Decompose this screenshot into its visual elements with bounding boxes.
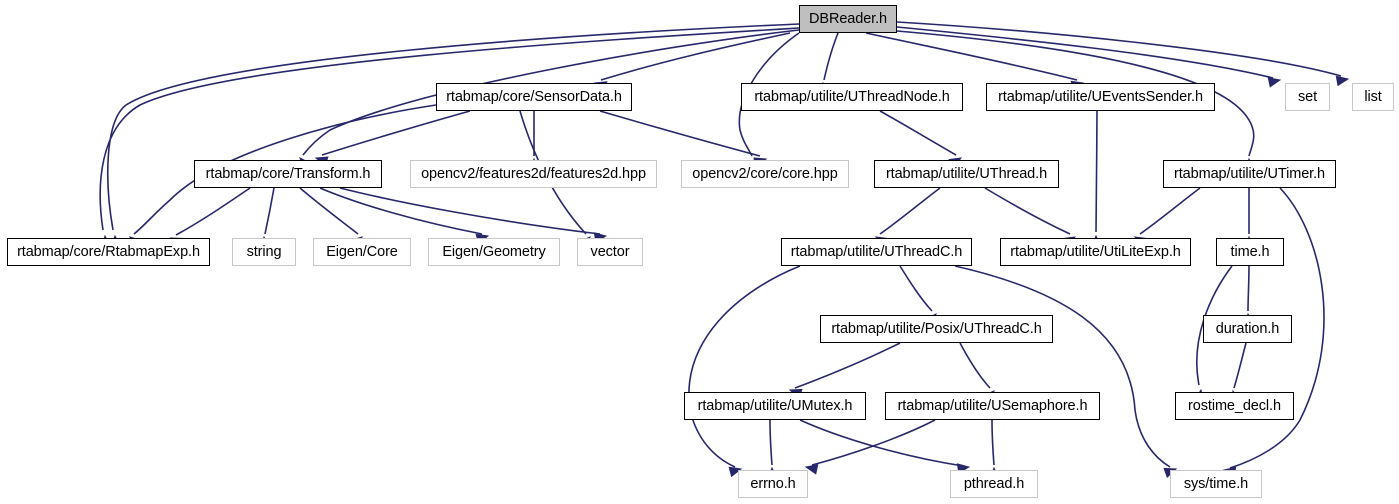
edge-posixuthreadc-to-umutex [788, 342, 901, 399]
edge-dbreader-to-ueventssender [865, 32, 1085, 92]
node-label: time.h [1230, 244, 1270, 260]
node-dbreader[interactable]: DBReader.h [799, 5, 897, 33]
node-features2d[interactable]: opencv2/features2d/features2d.hpp [410, 160, 657, 188]
edge-transform-to-eigengeom [319, 187, 490, 245]
node-label: Eigen/Core [326, 244, 398, 260]
node-label: rostime_decl.h [1188, 398, 1281, 414]
node-errno[interactable]: errno.h [738, 470, 808, 498]
node-eigengeom[interactable]: Eigen/Geometry [428, 238, 560, 266]
node-set[interactable]: set [1285, 83, 1330, 111]
edge-umutex-to-pthread [799, 419, 971, 474]
node-label: rtabmap/utilite/UThread.h [885, 166, 1048, 182]
node-pthread[interactable]: pthread.h [950, 470, 1038, 498]
node-label: opencv2/features2d/features2d.hpp [421, 166, 646, 182]
node-label: opencv2/core/core.hpp [692, 166, 838, 182]
edge-transform-to-vector [339, 187, 608, 243]
node-label: rtabmap/utilite/USemaphore.h [897, 398, 1088, 414]
node-uthreadc[interactable]: rtabmap/utilite/UThreadC.h [781, 238, 972, 266]
node-label: duration.h [1215, 321, 1280, 337]
node-posixuthreadc[interactable]: rtabmap/utilite/Posix/UThreadC.h [820, 315, 1053, 343]
node-ueventssender[interactable]: rtabmap/utilite/UEventsSender.h [986, 83, 1215, 111]
node-sensordata[interactable]: rtabmap/core/SensorData.h [436, 83, 632, 111]
edge-sensordata-to-corehpp [599, 110, 768, 168]
node-list[interactable]: list [1352, 83, 1394, 111]
edge-dbreader-to-list [896, 21, 1350, 87]
node-label: rtabmap/utilite/UThreadC.h [790, 244, 963, 260]
node-rtabmapexp[interactable]: rtabmap/core/RtabmapExp.h [7, 238, 210, 266]
node-corehpp[interactable]: opencv2/core/core.hpp [681, 160, 849, 188]
node-timeh[interactable]: time.h [1216, 238, 1284, 266]
node-label: rtabmap/utilite/Posix/UThreadC.h [831, 321, 1042, 337]
edge-dbreader-to-sensordata [593, 32, 791, 92]
node-systime[interactable]: sys/time.h [1170, 470, 1262, 498]
node-label: rtabmap/utilite/UtiLiteExp.h [1010, 244, 1181, 260]
node-utimer[interactable]: rtabmap/utilite/UTimer.h [1163, 160, 1336, 188]
node-label: errno.h [750, 476, 796, 492]
node-utiliteexp[interactable]: rtabmap/utilite/UtiLiteExp.h [1000, 238, 1191, 266]
node-uthread[interactable]: rtabmap/utilite/UThread.h [874, 160, 1059, 188]
node-vector[interactable]: vector [577, 238, 643, 266]
edge-usemaphore-to-errno [804, 419, 936, 475]
edge-dbreader-to-set [896, 26, 1282, 88]
node-usemaphore[interactable]: rtabmap/utilite/USemaphore.h [885, 392, 1100, 420]
node-uthreadnode[interactable]: rtabmap/utilite/UThreadNode.h [741, 83, 963, 111]
node-label: list [1364, 89, 1382, 105]
node-label: rtabmap/utilite/UMutex.h [697, 398, 853, 414]
node-label: rtabmap/core/RtabmapExp.h [17, 244, 200, 260]
node-label: DBReader.h [809, 11, 887, 27]
node-label: rtabmap/utilite/UThreadNode.h [754, 89, 950, 105]
node-rostimedecl[interactable]: rostime_decl.h [1175, 392, 1294, 420]
edge-sensordata-to-transform [314, 110, 471, 167]
edge-uthreadc-to-systime [954, 265, 1178, 478]
edge-uthreadnode-to-uthread [879, 110, 963, 169]
node-string[interactable]: string [232, 238, 296, 266]
node-eigencore[interactable]: Eigen/Core [313, 238, 411, 266]
node-umutex[interactable]: rtabmap/utilite/UMutex.h [684, 392, 866, 420]
node-label: string [246, 244, 282, 260]
node-label: pthread.h [963, 476, 1025, 492]
node-label: rtabmap/core/SensorData.h [446, 89, 622, 105]
node-label: sys/time.h [1183, 476, 1249, 492]
node-duration[interactable]: duration.h [1203, 315, 1292, 343]
node-label: rtabmap/core/Transform.h [205, 166, 371, 182]
node-label: Eigen/Geometry [442, 244, 546, 260]
node-label: rtabmap/utilite/UEventsSender.h [998, 89, 1203, 105]
node-label: vector [590, 244, 630, 260]
node-label: rtabmap/utilite/UTimer.h [1174, 166, 1325, 182]
edge-ueventssender-to-utiliteexp [1091, 110, 1102, 248]
edge-uthreadc-to-errno [688, 265, 801, 478]
node-label: set [1297, 89, 1318, 105]
node-transform[interactable]: rtabmap/core/Transform.h [194, 160, 382, 188]
